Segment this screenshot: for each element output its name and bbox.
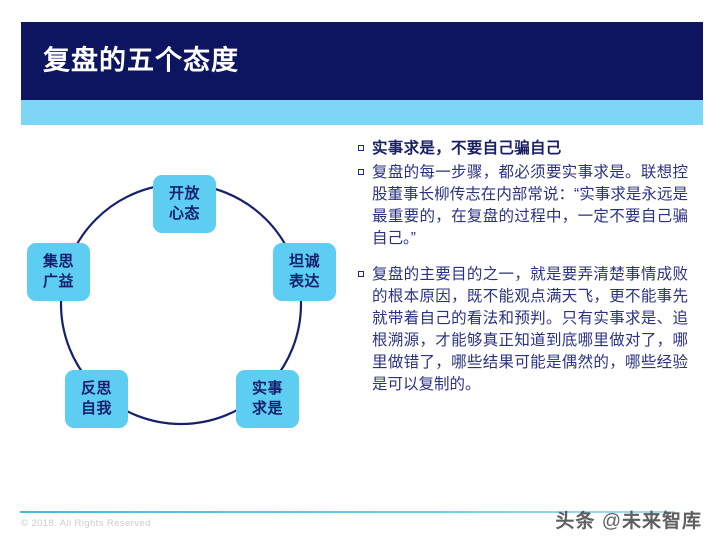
node-label-line2: 广益: [42, 273, 74, 290]
watermark: 头条 @未来智库: [555, 506, 702, 533]
watermark-account-name: 未来智库: [621, 511, 702, 532]
bullet-paragraph-1: 复盘的每一步骤，都必须要实事求是。联想控股董事长柳传志在内部常说：“实事求是永远…: [358, 162, 688, 250]
node-label-line1: 集思: [42, 253, 74, 271]
node-collective-wisdom[interactable]: 集思 广益: [27, 243, 90, 301]
page-title: 复盘的五个态度: [43, 45, 239, 76]
footer-divider: [20, 511, 675, 513]
paragraph-text: 复盘的主要目的之一，就是要弄清楚事情成败的根本原因，既不能观点满天飞，更不能事先…: [372, 266, 688, 393]
bullet-paragraph-heading: 实事求是，不要自己骗自己: [358, 138, 688, 160]
bullet-paragraph-2: 复盘的主要目的之一，就是要弄清楚事情成败的根本原因，既不能观点满天飞，更不能事先…: [358, 264, 688, 396]
square-bullet-icon: [358, 138, 372, 153]
copyright-text: © 2018. All Rights Reserved: [21, 518, 151, 529]
node-open-mindset[interactable]: 开放 心态: [153, 175, 216, 233]
watermark-at-symbol: @: [601, 511, 622, 532]
square-bullet-icon: [358, 264, 372, 279]
watermark-source: 头条: [555, 511, 596, 532]
node-seek-truth[interactable]: 实事 求是: [236, 370, 299, 428]
node-candid-expression[interactable]: 坦诚 表达: [273, 243, 336, 301]
node-label-line2: 自我: [80, 400, 112, 417]
node-label-line1: 开放: [168, 185, 200, 203]
paragraph-text: 复盘的每一步骤，都必须要实事求是。联想控股董事长柳传志在内部常说：“实事求是永远…: [372, 164, 688, 247]
cycle-diagram: 开放 心态 坦诚 表达 实事 求是 反思 自我 集思 广益: [0, 150, 355, 460]
node-label-line1: 坦诚: [288, 253, 320, 271]
content-panel: 实事求是，不要自己骗自己 复盘的每一步骤，都必须要实事求是。联想控股董事长柳传志…: [358, 138, 688, 398]
node-label-line1: 实事: [251, 380, 283, 398]
paragraph-text: 实事求是，不要自己骗自己: [372, 140, 562, 157]
header-bar: 复盘的五个态度: [21, 22, 703, 100]
node-label-line1: 反思: [80, 380, 112, 398]
node-label-line2: 表达: [288, 273, 320, 290]
node-label-line2: 心态: [168, 205, 200, 222]
square-bullet-icon: [358, 162, 372, 177]
header-accent-strip: [21, 100, 703, 125]
node-label-line2: 求是: [251, 400, 283, 417]
paragraph-spacer: [358, 252, 688, 264]
node-self-reflection[interactable]: 反思 自我: [65, 370, 128, 428]
